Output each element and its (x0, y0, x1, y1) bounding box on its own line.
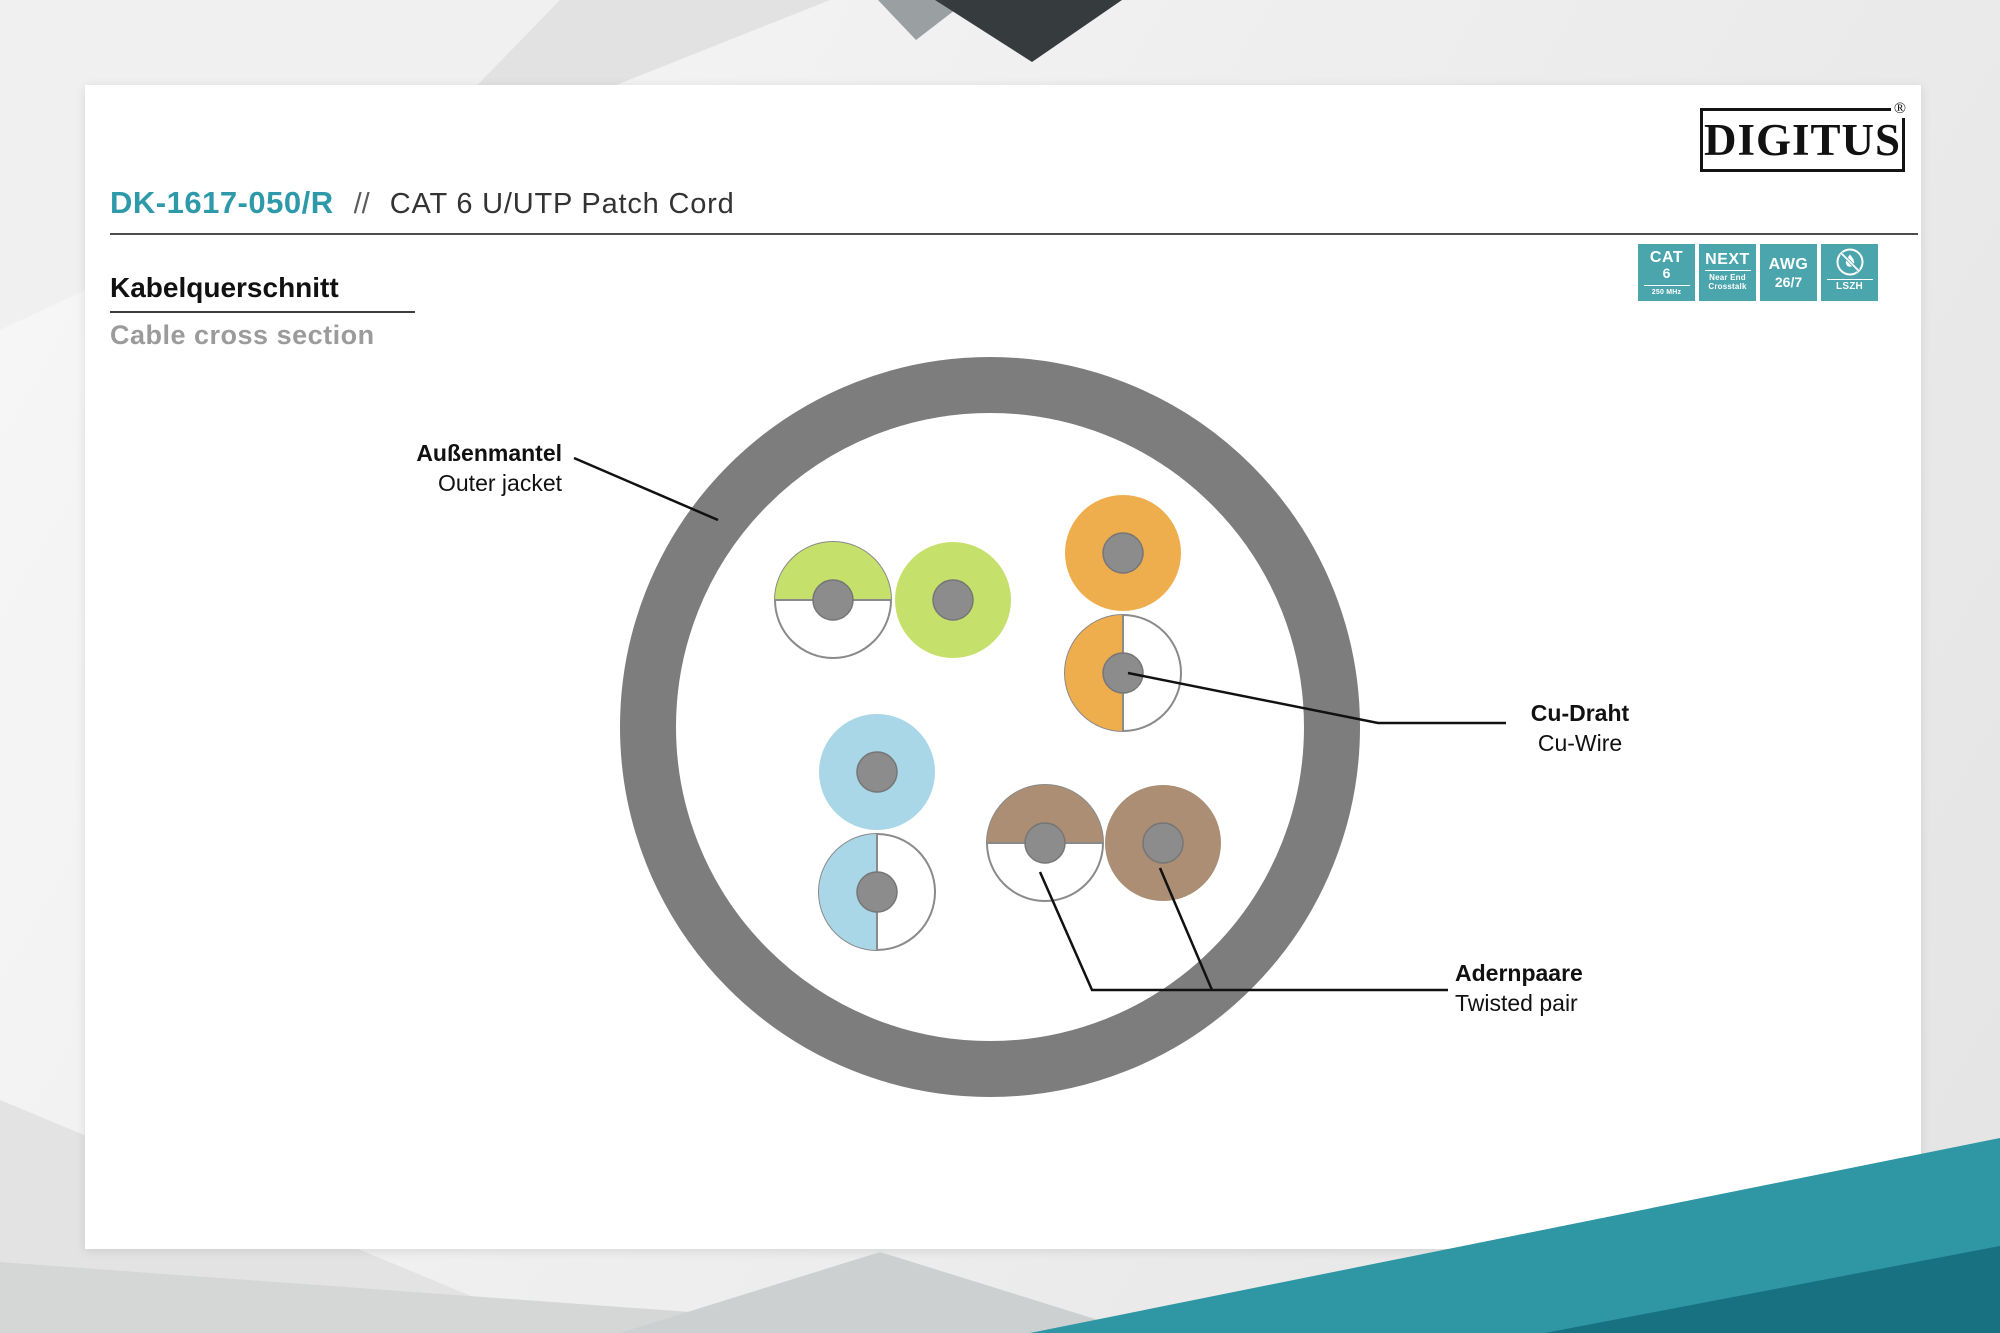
label-twisted-pair-de: Adernpaare (1455, 960, 1583, 986)
section-title: Kabelquerschnitt Cable cross section (110, 272, 415, 351)
product-code: DK-1617-050/R (110, 185, 334, 220)
label-cu-wire-en: Cu-Wire (1537, 730, 1623, 756)
label-twisted-pair-en: Twisted pair (1455, 990, 1578, 1016)
wire-pair-brown (986, 784, 1221, 902)
product-name: CAT 6 U/UTP Patch Cord (389, 188, 735, 220)
outer-jacket-ring (620, 357, 1360, 1097)
badge-cat6: CAT 6 250 MHz (1638, 244, 1695, 301)
wire-pair-green (774, 541, 1011, 659)
label-outer-jacket-de: Außenmantel (416, 440, 562, 466)
wire-brown-full (1105, 785, 1221, 901)
wire-pair-orange (1064, 495, 1182, 732)
deco-stripe-light (0, 0, 780, 330)
label-outer-jacket-en: Outer jacket (438, 470, 562, 496)
copper-core (856, 751, 898, 793)
section-title-de: Kabelquerschnitt (110, 272, 415, 313)
badge-divider (1704, 270, 1751, 271)
badge-divider (1643, 285, 1690, 286)
badge-cat6-title: CAT (1649, 249, 1684, 266)
label-twisted-pair: Adernpaare Twisted pair (1455, 958, 1583, 1018)
badge-divider (1826, 279, 1873, 280)
deco-shard-gray (878, 0, 968, 40)
copper-core (1142, 822, 1184, 864)
leader-line-twisted-pair-left (1038, 871, 1448, 992)
copper-core (932, 579, 974, 621)
badge-awg: AWG 26/7 (1760, 244, 1817, 301)
badge-lszh: LSZH (1821, 244, 1878, 301)
badge-awg-value: 26/7 (1774, 273, 1803, 290)
deco-shard-dark (935, 0, 1122, 62)
header-separator: // (353, 188, 370, 220)
spec-badges: CAT 6 250 MHz NEXT Near End Crosstalk AW… (1638, 244, 1878, 301)
wire-orange-half (1064, 614, 1182, 732)
badge-awg-title: AWG (1768, 255, 1809, 273)
copper-core (856, 871, 898, 913)
badge-cat6-freq: 250 MHz (1651, 289, 1682, 296)
label-cu-wire-de: Cu-Draht (1530, 700, 1630, 726)
product-header: DK-1617-050/R // CAT 6 U/UTP Patch Cord (110, 185, 735, 221)
wire-green-full (895, 542, 1011, 658)
wire-green-half (774, 541, 892, 659)
badge-next-line2: Near End (1709, 273, 1746, 282)
wire-brown-half (986, 784, 1104, 902)
wire-blue-half (818, 833, 936, 951)
wire-pair-blue (818, 714, 936, 951)
no-flame-icon (1836, 248, 1863, 276)
section-title-en: Cable cross section (110, 320, 375, 350)
registered-mark: ® (1890, 100, 1909, 118)
label-cu-wire: Cu-Draht Cu-Wire (1515, 698, 1645, 758)
copper-core (812, 579, 854, 621)
badge-lszh-label: LSZH (1836, 281, 1863, 292)
header-divider (110, 233, 1918, 235)
badge-next-line3: Crosstalk (1708, 282, 1747, 291)
copper-core (1024, 822, 1066, 864)
label-outer-jacket: Außenmantel Outer jacket (416, 438, 562, 498)
badge-cat6-value: 6 (1662, 265, 1671, 281)
leader-line-outer-jacket (573, 456, 719, 522)
badge-next: NEXT Near End Crosstalk (1699, 244, 1756, 301)
badge-next-title: NEXT (1705, 251, 1750, 268)
wire-blue-full (819, 714, 935, 830)
digitus-logo: DIGITUS ® (1700, 100, 1909, 172)
digitus-logo-text: DIGITUS (1703, 114, 1902, 165)
copper-core (1102, 532, 1144, 574)
copper-core (1102, 652, 1144, 694)
leader-line-cu-wire (1127, 671, 1506, 725)
wire-orange-full (1065, 495, 1181, 611)
leader-line-twisted-pair-right (1158, 867, 1214, 991)
